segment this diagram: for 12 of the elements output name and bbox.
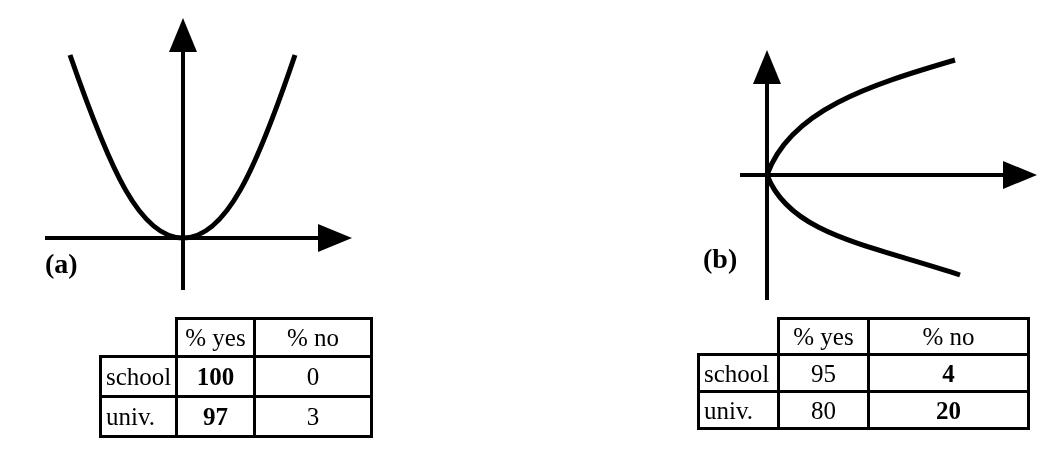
table-cell: % no [867, 317, 1030, 356]
table-cell: % yes [777, 317, 870, 356]
table-cell: univ. [697, 390, 780, 430]
panel-label: (b) [703, 245, 738, 273]
table-cell: 20 [867, 390, 1030, 430]
table-cell: % yes [175, 317, 256, 358]
table-cell: school [697, 353, 780, 393]
table-cell: 3 [253, 395, 373, 438]
panel-label: (a) [45, 250, 78, 278]
table-cell: % no [253, 317, 373, 358]
table-cell: univ. [99, 395, 178, 438]
table-cell: school [99, 355, 178, 398]
